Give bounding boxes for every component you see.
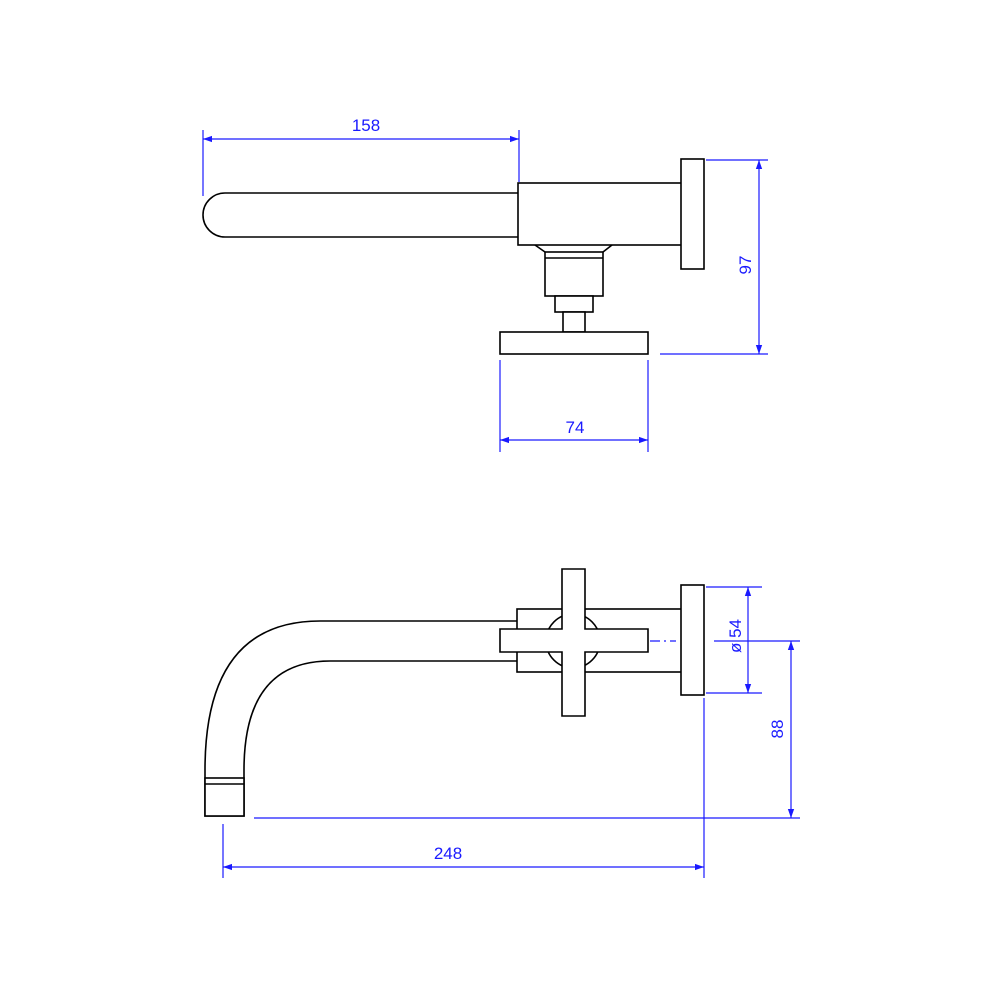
top-view-bonnet [544,251,604,297]
top-view: 158 97 74 [202,116,768,452]
top-view-body-detail [602,244,613,253]
top-view-spout [202,192,520,238]
top-view-stem [562,311,586,333]
front-view-wall-flange [680,584,705,696]
dim-158-label: 158 [352,116,380,135]
top-view-wall-flange [680,158,705,270]
dim-74-label: 74 [566,418,585,437]
dim-97-label: 97 [736,256,755,275]
top-view-valve-body [517,182,683,246]
top-view-body-detail [534,244,546,253]
dim-248-label: 248 [434,844,462,863]
front-view-cross-handle [499,568,649,717]
front-view: ø 54 88 248 [204,568,800,878]
top-view-handle [499,331,649,355]
dim-54-label: ø 54 [726,619,745,653]
top-view-stem-collar [554,295,594,313]
front-view-curved-spout [204,620,521,817]
dim-88-label: 88 [768,720,787,739]
